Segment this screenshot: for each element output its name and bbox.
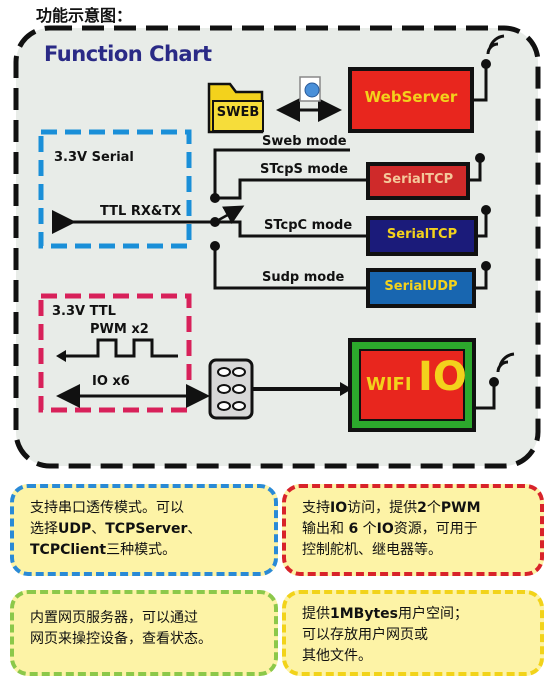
serialudp-node: [481, 261, 491, 271]
wifi-io-chip: [359, 349, 465, 421]
serialtcp1-node: [475, 153, 485, 163]
note-io-line1: 支持IO访问，提供2个PWM: [302, 500, 481, 516]
io-label: IO x6: [92, 374, 130, 389]
sweb-mode-label: Sweb mode: [262, 134, 347, 149]
sweb-line: [213, 148, 350, 198]
stcps-mode-label: STcpS mode: [260, 162, 349, 177]
serialudp-line: [474, 266, 488, 290]
webserver-antenna-node: [481, 59, 491, 69]
ttl-box: [38, 293, 192, 413]
note-web-server: 内置网页服务器，可以通过 网页来操控设备，查看状态。: [10, 590, 278, 676]
serialtcp-label-1: SerialTCP: [382, 172, 454, 187]
sweb-folder-label: SWEB: [216, 105, 260, 120]
serial-box-label: 3.3V Serial: [54, 150, 134, 165]
switch-lever: [214, 205, 245, 225]
note-io-line2: 输出和 6 个IO资源，可用于: [302, 521, 478, 537]
serialudp-box: [366, 268, 476, 308]
serialtcp-box-2: [366, 216, 478, 256]
stcpc-line: [215, 220, 368, 238]
webserver-label: WebServer: [364, 88, 458, 106]
pwm-arrowhead: [56, 350, 66, 362]
note-web-line1: 内置网页服务器，可以通过: [30, 610, 198, 626]
serialtcp2-node: [481, 205, 491, 215]
note-serial-line2: 选择UDP、TCPServer、: [30, 521, 202, 537]
note-user-space: 提供1MBytes用户空间； 可以存放用户网页或 其他文件。: [282, 590, 544, 676]
note-serial-line1: 支持串口透传模式。可以: [30, 500, 184, 516]
serialtcp1-line: [468, 158, 482, 182]
note-io-access: 支持IO访问，提供2个PWM 输出和 6 个IO资源，可用于 控制舵机、继电器等…: [282, 484, 544, 576]
folder-front: [212, 100, 264, 132]
wifi-antenna-node: [489, 377, 499, 387]
globe-icon: [304, 82, 320, 98]
serialudp-label: SerialUDP: [384, 279, 458, 294]
sudp-mode-label: Sudp mode: [262, 270, 345, 285]
sudp-line: [213, 246, 368, 290]
pwm-waveform: [62, 338, 178, 358]
note-serial-line3: TCPClient三种模式。: [30, 542, 177, 558]
note-web-line2: 网页来操控设备，查看状态。: [30, 631, 212, 647]
note-serial-mode: 支持串口透传模式。可以 选择UDP、TCPServer、 TCPClient三种…: [10, 484, 278, 576]
wifi-io-label: IO: [418, 354, 467, 400]
ttl-rxtx-label: TTL RX&TX: [100, 204, 182, 219]
wifi-antenna-line: [474, 382, 496, 410]
page-heading: 功能示意图：: [36, 6, 133, 25]
stcpc-mode-label: STcpC mode: [264, 218, 353, 233]
note-space-line3: 其他文件。: [302, 648, 372, 664]
wifi-signal-icon: [496, 352, 515, 373]
webserver-signal-icon: [486, 34, 505, 55]
note-space-line1: 提供1MBytes用户空间；: [302, 606, 468, 622]
ttl-box-label: 3.3V TTL: [52, 304, 116, 319]
chart-title: Function Chart: [44, 42, 212, 66]
stcps-line: [215, 178, 368, 200]
serialtcp-label-2: SerialTCP: [386, 227, 458, 242]
serial-box: [38, 129, 192, 249]
note-space-line2: 可以存放用户网页或: [302, 627, 428, 643]
webserver-antenna-line: [472, 64, 488, 102]
wifi-label: WIFI: [366, 374, 412, 395]
pwm-label: PWM x2: [90, 322, 149, 337]
note-io-line3: 控制舵机、继电器等。: [302, 542, 442, 558]
serialtcp2-line: [476, 210, 488, 238]
